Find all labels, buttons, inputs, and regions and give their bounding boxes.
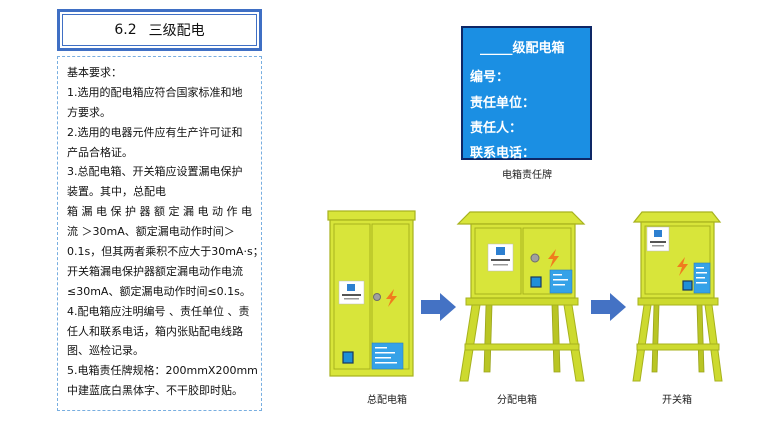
cabinet-lid: [327, 210, 416, 221]
requirement-line: ≤30mA、额定漏电动作时间≤0.1s。: [67, 284, 251, 298]
blue-switch: [530, 276, 542, 288]
brand-logo-icon: [654, 230, 662, 237]
stand-leg-right: [704, 304, 723, 382]
stand-leg-left: [632, 304, 652, 382]
indicator-light: [530, 253, 540, 263]
main-distribution-box: [327, 210, 416, 377]
indicator-light: [373, 293, 381, 301]
requirement-line: 0.1s，但其两者乘积不应大于30mA·s；: [67, 245, 257, 259]
requirement-line: 1.选用的配电箱应符合国家标准和地: [67, 85, 243, 99]
brand-label-line: [652, 245, 664, 247]
stand-back-leg: [651, 304, 660, 373]
switch-box: [632, 211, 723, 382]
info-card-line: [553, 284, 565, 286]
info-card-line: [696, 282, 707, 284]
section-title-text: 三级配电: [148, 23, 205, 39]
info-card-plate: [549, 269, 573, 294]
stand-crossbar: [636, 343, 720, 351]
requirement-line: 5.电箱责任牌规格：200mmX200mm: [67, 364, 257, 378]
brand-label: [338, 280, 365, 305]
info-card-line: [375, 352, 395, 354]
sign-field-unit: 责任单位：: [470, 96, 536, 111]
requirement-line: 装置。其中，总配电: [67, 185, 166, 199]
stand-back-leg: [551, 304, 561, 373]
requirement-line: 产品合格证。: [67, 145, 133, 159]
blue-switch: [682, 280, 693, 291]
stand-back-leg: [483, 304, 493, 373]
requirement-line: 方要求。: [67, 105, 111, 119]
sign-field-phone: 联系电话：: [470, 146, 536, 161]
arrow-right-icon: [421, 293, 456, 321]
requirement-line: 图、巡检记录。: [67, 344, 144, 358]
requirement-line: 任人和联系电话，箱内张贴配电线路: [67, 324, 243, 338]
sign-header: _____级配电箱: [480, 41, 565, 56]
lightning-icon: [548, 249, 559, 268]
arrow-right-icon: [591, 293, 626, 321]
stand-top-rail: [637, 297, 719, 306]
requirement-line: 中建蓝底白黑体字、不干胶即时贴。: [67, 384, 243, 398]
stand-crossbar: [464, 343, 580, 351]
brand-logo-icon: [496, 247, 505, 255]
section-title: 6.2 三级配电: [62, 14, 257, 46]
brand-label-line: [344, 298, 359, 300]
stand-back-leg: [696, 304, 705, 373]
brand-label-line: [491, 259, 510, 261]
section-number: 6.2: [114, 22, 137, 38]
section-title-box: 6.2 三级配电: [57, 9, 262, 51]
blue-switch: [342, 351, 354, 364]
lightning-icon: [677, 257, 688, 276]
stand-leg-right: [563, 304, 585, 382]
brand-label-line: [493, 264, 508, 266]
info-card-line: [696, 272, 707, 274]
main-distribution-box-caption: 总配电箱: [367, 395, 407, 406]
sub-distribution-box-caption: 分配电箱: [497, 395, 537, 406]
requirements-heading: 基本要求：: [67, 66, 122, 79]
requirement-line: 流 ＞30mA、额定漏电动作时间＞: [67, 225, 235, 239]
info-card-plate: [371, 342, 404, 370]
brand-label: [487, 243, 514, 272]
info-card-line: [375, 362, 397, 364]
requirement-line: 3.总配电箱、开关箱应设置漏电保护: [67, 165, 243, 179]
brand-label: [646, 226, 670, 252]
info-card-line: [696, 267, 704, 269]
info-card: [371, 342, 404, 370]
info-card-line: [696, 277, 705, 279]
requirement-line: 箱 漏 电 保 护 器 额 定 漏 电 动 作 电: [67, 205, 252, 219]
brand-label-line: [650, 241, 666, 243]
sign-field-person: 责任人：: [470, 121, 523, 136]
info-card-line: [375, 347, 387, 349]
lightning-icon: [386, 289, 397, 307]
sign-field-number: 编号：: [470, 70, 510, 85]
requirements-panel: 基本要求： 1.选用的配电箱应符合国家标准和地 方要求。 2.选用的电器元件应有…: [57, 56, 262, 411]
info-card-line: [375, 357, 391, 359]
sign-caption: 电箱责任牌: [502, 170, 552, 181]
switch-box-caption: 开关箱: [662, 395, 692, 406]
stand-top-rail: [465, 297, 579, 306]
responsibility-sign: _____级配电箱 编号： 责任单位： 责任人： 联系电话：: [461, 26, 592, 161]
cabinet-roof: [632, 211, 722, 223]
cabinet-roof: [456, 211, 586, 225]
requirement-line: 4.配电箱应注明编号 、责任单位 、责: [67, 304, 250, 318]
stand-leg-left: [459, 304, 481, 382]
info-card: [549, 269, 573, 294]
sub-distribution-box: [456, 211, 586, 382]
brand-label-line: [342, 294, 361, 296]
requirement-line: 开关箱漏电保护器额定漏电动作电流: [67, 264, 243, 278]
brand-logo-icon: [347, 284, 355, 291]
info-card: [693, 262, 711, 294]
requirement-line: 2.选用的电器元件应有生产许可证和: [67, 125, 243, 139]
info-card-line: [553, 274, 562, 276]
info-card-line: [553, 279, 568, 281]
